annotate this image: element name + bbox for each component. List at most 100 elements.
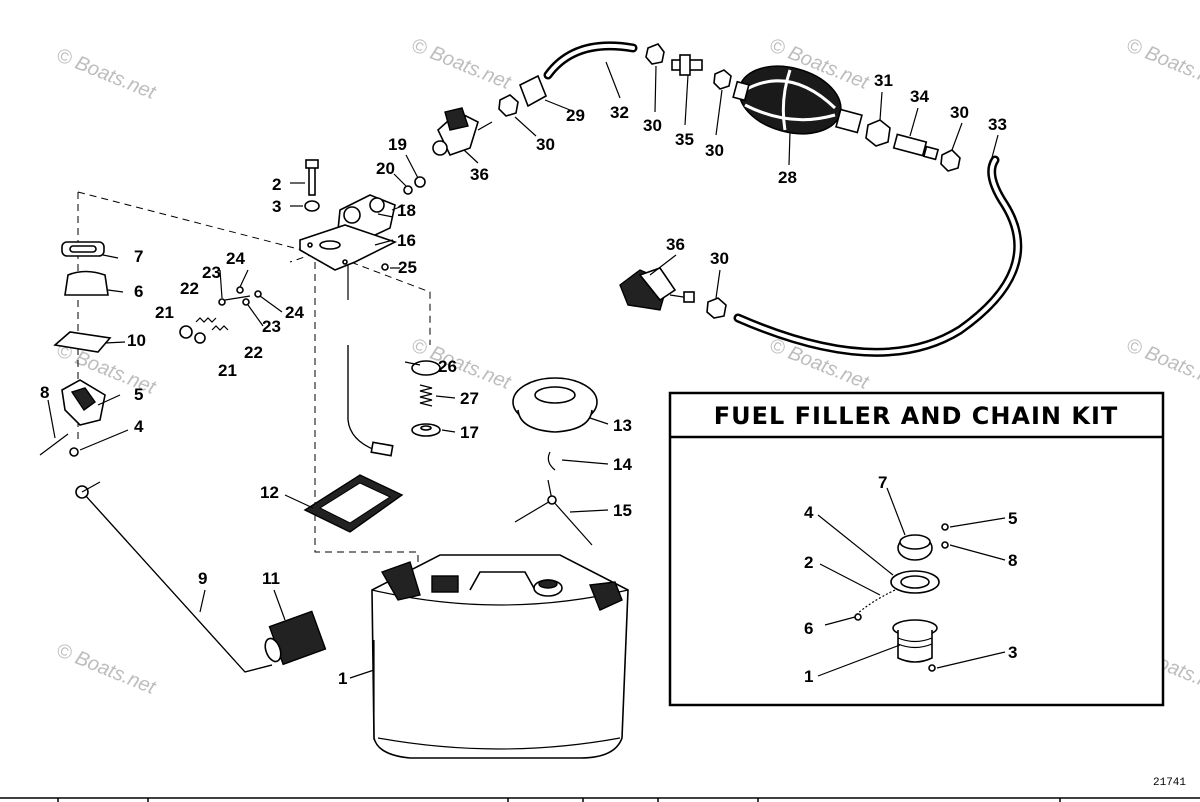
callout-5: 5 xyxy=(134,385,143,404)
leader-lines xyxy=(47,61,999,679)
callout-7: 7 xyxy=(134,247,143,266)
callout-25: 25 xyxy=(398,258,417,277)
washer-20 xyxy=(403,185,413,195)
callout-29: 29 xyxy=(566,106,585,125)
callout-15: 15 xyxy=(613,501,632,520)
callout-27: 27 xyxy=(460,389,479,408)
callout-28: 28 xyxy=(778,168,797,187)
ring-24 xyxy=(236,286,244,294)
drawing-number: 21741 xyxy=(1153,777,1186,789)
kit-callout-3: 3 xyxy=(1008,643,1017,662)
nut-30 xyxy=(706,297,727,319)
rod-9 xyxy=(84,494,273,673)
fuel-hoses xyxy=(543,41,1023,357)
callout-19: 19 xyxy=(388,135,407,154)
callout-22: 22 xyxy=(244,343,263,362)
callout-30: 30 xyxy=(710,249,729,268)
kit-callout-2: 2 xyxy=(804,553,813,572)
bracket-10 xyxy=(53,331,112,353)
filter-screen xyxy=(370,441,394,457)
cap-26 xyxy=(411,360,441,376)
callouts: 1 2 3 4 5 6 7 8 9 10 11 12 13 14 15 16 1… xyxy=(40,71,1007,688)
kit-callout-5: 5 xyxy=(1008,509,1017,528)
cap-19 xyxy=(414,176,426,188)
callout-4: 4 xyxy=(134,417,144,436)
callout-12: 12 xyxy=(260,483,279,502)
primer-bulb-28 xyxy=(732,65,863,135)
fuel-line-hardware xyxy=(432,43,961,319)
callout-8: 8 xyxy=(40,383,49,402)
callout-36: 36 xyxy=(470,165,489,184)
tank-accessories xyxy=(75,377,598,673)
nut-4 xyxy=(69,447,79,457)
chain-14 xyxy=(547,451,556,471)
spring-22 xyxy=(195,317,217,323)
callout-1: 1 xyxy=(338,669,347,688)
kit-washer-8 xyxy=(941,541,949,549)
kit-callout-4: 4 xyxy=(804,503,814,522)
nut-30 xyxy=(940,149,961,172)
filter-11 xyxy=(264,610,327,666)
gasket-12 xyxy=(303,474,404,533)
callout-24: 24 xyxy=(226,249,245,268)
callout-21: 21 xyxy=(155,303,174,322)
cap-6 xyxy=(64,270,109,296)
nut-30 xyxy=(645,43,665,65)
filler-cap-13 xyxy=(512,377,598,433)
callout-30: 30 xyxy=(536,135,555,154)
callout-18: 18 xyxy=(397,201,416,220)
connector-36-upper xyxy=(432,107,493,156)
watermark: © Boats.net xyxy=(1123,34,1200,94)
callout-30: 30 xyxy=(643,116,662,135)
vent-15 xyxy=(514,479,593,546)
callout-3: 3 xyxy=(272,197,281,216)
kit-chain-2 xyxy=(855,589,896,616)
watermark: © Boats.net xyxy=(408,34,515,94)
kit-spout-1 xyxy=(892,619,938,663)
fuel-hose-33 xyxy=(733,155,1023,357)
kit-callout-1: 1 xyxy=(804,667,813,686)
callout-17: 17 xyxy=(460,423,479,442)
ball-21 xyxy=(179,325,193,339)
watermark: © Boats.net xyxy=(53,44,160,104)
callout-30: 30 xyxy=(950,103,969,122)
sleeve-29 xyxy=(518,74,548,108)
nut-30 xyxy=(498,94,519,117)
washer-3 xyxy=(304,200,320,212)
callout-34: 34 xyxy=(910,87,929,106)
kit-callout-7: 7 xyxy=(878,473,887,492)
connector-36-lower xyxy=(619,267,695,311)
fuel-tank-1 xyxy=(371,554,629,759)
seal-23 xyxy=(242,298,250,306)
callout-23: 23 xyxy=(262,317,281,336)
screw-2 xyxy=(305,159,319,196)
nut-31 xyxy=(865,119,891,147)
kit-parts xyxy=(854,523,949,672)
fuel-pickup-assembly xyxy=(39,159,441,457)
callout-21: 21 xyxy=(218,361,237,380)
kit-leader-lines xyxy=(817,487,1006,677)
kit-screw-5 xyxy=(941,523,949,531)
callout-26: 26 xyxy=(438,357,457,376)
seal-23 xyxy=(218,298,226,306)
nut-30 xyxy=(713,69,732,90)
callout-20: 20 xyxy=(376,159,395,178)
watermark: © Boats.net xyxy=(53,639,160,699)
callout-14: 14 xyxy=(613,455,632,474)
mounting-plate-16 xyxy=(299,224,398,271)
callout-11: 11 xyxy=(262,569,280,588)
callout-31: 31 xyxy=(874,71,893,90)
callout-2: 2 xyxy=(272,175,281,194)
kit-nut-3 xyxy=(928,664,936,672)
kit-callouts: 1 2 3 4 5 6 7 8 xyxy=(804,473,1017,686)
callout-36: 36 xyxy=(666,235,685,254)
kit-rivet-6 xyxy=(854,613,862,621)
callout-10: 10 xyxy=(127,331,146,350)
watermark: © Boats.net xyxy=(1123,334,1200,394)
kit-callout-6: 6 xyxy=(804,619,813,638)
callout-22: 22 xyxy=(180,279,199,298)
callout-32: 32 xyxy=(610,103,629,122)
callout-16: 16 xyxy=(397,231,416,250)
ring-24 xyxy=(254,290,262,298)
